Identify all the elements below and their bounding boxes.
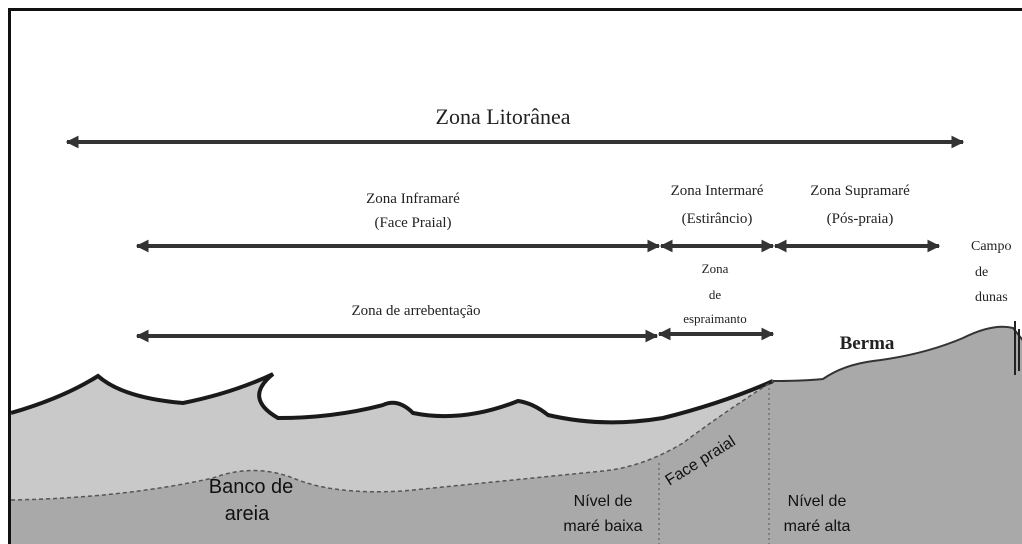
- label-campo-line2: de: [975, 265, 988, 280]
- label-banco-line2: areia: [225, 503, 270, 525]
- label-nivel-alta-line2: maré alta: [784, 518, 851, 535]
- beach-surface-line: [772, 325, 1022, 382]
- label-banco-line1: Banco de: [209, 476, 294, 498]
- label-nivel-alta-line1: Nível de: [788, 493, 847, 510]
- label-espraiamento-line1: Zona: [702, 261, 729, 276]
- label-berma: Berma: [840, 333, 895, 354]
- label-campo-line3: dunas: [975, 290, 1008, 305]
- label-arrebentacao: Zona de arrebentação: [351, 303, 480, 319]
- label-inframare-line1: Zona Inframaré: [366, 191, 460, 207]
- label-nivel-baixa-line2: maré baixa: [563, 518, 642, 535]
- label-zona-litoranea: Zona Litorânea: [436, 104, 571, 129]
- label-nivel-baixa-line1: Nível de: [574, 493, 633, 510]
- seabed-dashed-line: [11, 380, 774, 501]
- label-inframare-line2: (Face Praial): [374, 215, 451, 231]
- beach-profile-diagram: Zona Litorânea Zona Inframaré (Face Prai…: [11, 104, 1022, 544]
- label-intermare-line1: Zona Intermaré: [671, 183, 764, 199]
- label-intermare-line2: (Estirâncio): [682, 211, 753, 227]
- label-espraiamento-line2: de: [709, 287, 722, 302]
- dune-marker: [1014, 321, 1020, 375]
- label-supramare-line2: (Pós-praia): [827, 211, 894, 227]
- label-espraiamento-line3: espraimanto: [683, 311, 747, 326]
- diagram-frame: Zona Litorânea Zona Inframaré (Face Prai…: [8, 8, 1022, 544]
- label-campo-line1: Campo: [971, 239, 1011, 254]
- label-supramare-line1: Zona Supramaré: [810, 183, 910, 199]
- water-surface-line: [11, 372, 774, 425]
